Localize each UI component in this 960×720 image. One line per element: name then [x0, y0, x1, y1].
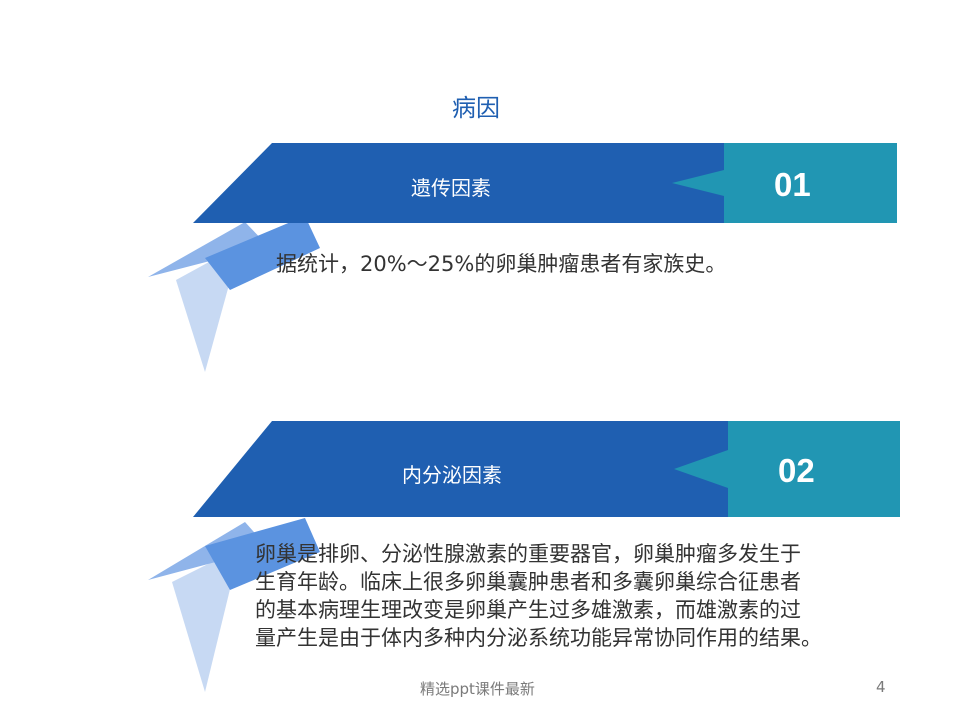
page-number: 4 — [876, 678, 886, 696]
banner-2 — [193, 421, 728, 517]
ribbon-mid-1 — [205, 216, 320, 290]
ribbon-mid-2 — [205, 518, 320, 590]
banner-1 — [193, 143, 724, 223]
section-1-number: 01 — [774, 166, 811, 203]
number-tab-2 — [674, 421, 900, 517]
section-2-heading: 内分泌因素 — [402, 463, 502, 487]
slide-title: 病因 — [452, 94, 500, 122]
number-tab-1 — [672, 143, 897, 223]
section-2-paragraph: 卵巢是排卵、分泌性腺激素的重要器官，卵巢肿瘤多发生于 生育年龄。临床上很多卵巢囊… — [255, 540, 822, 652]
section-2-line: 生育年龄。临床上很多卵巢囊肿患者和多囊卵巢综合征患者 — [255, 570, 801, 594]
footer-caption: 精选ppt课件最新 — [420, 680, 535, 698]
section-2-line: 量产生是由于体内多种内分泌系统功能异常协同作用的结果。 — [255, 626, 822, 650]
ribbon-light-1 — [148, 222, 268, 277]
section-1-heading: 遗传因素 — [411, 176, 491, 200]
section-2-line: 的基本病理生理改变是卵巢产生过多雄激素，而雄激素的过 — [255, 598, 801, 622]
ribbon-pale-2 — [172, 548, 240, 692]
section-2-number: 02 — [778, 452, 815, 489]
section-2-line: 卵巢是排卵、分泌性腺激素的重要器官，卵巢肿瘤多发生于 — [255, 542, 801, 566]
section-1-text: 据统计，20%～25%的卵巢肿瘤患者有家族史。 — [276, 252, 727, 276]
